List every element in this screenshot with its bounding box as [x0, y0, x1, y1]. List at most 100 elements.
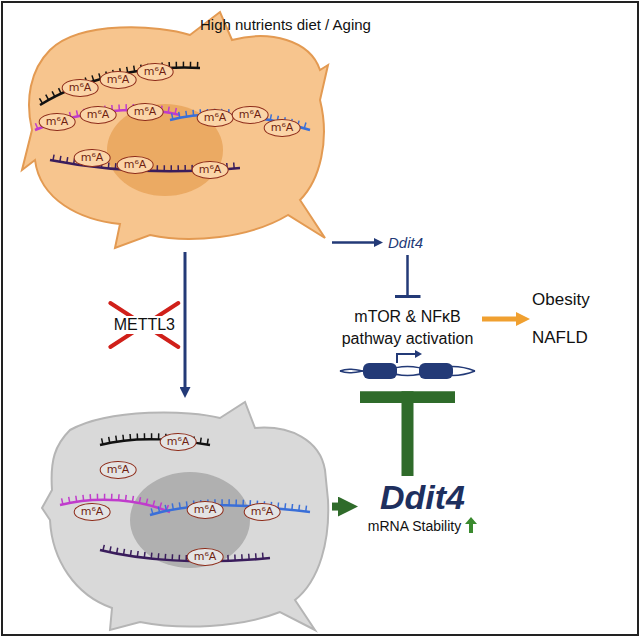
rna-base: [60, 156, 61, 162]
rna-base: [89, 494, 91, 500]
connector: [184, 252, 187, 389]
increase-arrow: [465, 517, 477, 533]
rna-base: [255, 553, 257, 559]
m6a-mark: m⁶A: [74, 149, 111, 167]
rna-base: [137, 551, 139, 557]
connector: [406, 255, 409, 298]
m6a-mark: m⁶A: [160, 433, 197, 451]
m6a-text: m⁶A: [81, 151, 104, 164]
m6a-text: m⁶A: [167, 435, 190, 448]
cell-body: [42, 402, 328, 630]
rna-base: [241, 554, 243, 560]
m6a-text: m⁶A: [194, 550, 217, 563]
gene-label: Ddit4mRNA Stability: [360, 478, 485, 535]
m6a-mark: m⁶A: [39, 113, 76, 131]
rna-base: [130, 550, 132, 556]
macrophage-cell: m⁶A m⁶A m⁶A m⁶A m⁶A m⁶A: [40, 400, 330, 632]
m6a-mark: m⁶A: [80, 106, 117, 124]
rna-base: [304, 123, 306, 129]
m6a-mark: m⁶A: [232, 106, 269, 124]
rna-base: [176, 62, 178, 68]
outcome-box: ObesityNAFLD: [532, 290, 627, 348]
rna-base: [122, 435, 124, 441]
rna-base: [228, 499, 230, 505]
connector: [482, 317, 519, 322]
m6a-mark: m⁶A: [62, 79, 99, 97]
m6a-text: m⁶A: [239, 108, 262, 121]
rna-base: [200, 438, 202, 444]
rna-base: [118, 494, 120, 500]
rna-base: [221, 499, 223, 505]
rna-base: [158, 507, 159, 513]
gene-name: Ddit4: [385, 232, 426, 253]
rna-base: [184, 165, 186, 171]
nucleus: [130, 472, 250, 568]
m6a-text: m⁶A: [124, 158, 147, 171]
rna-base: [129, 434, 131, 440]
rna-base: [298, 505, 300, 511]
m6a-mark: m⁶A: [192, 161, 229, 179]
rna-base: [192, 110, 194, 116]
rna-base: [171, 554, 173, 560]
rna-base: [179, 112, 180, 118]
rna-base: [144, 433, 146, 439]
m6a-mark: m⁶A: [197, 109, 234, 127]
rna-base: [172, 113, 173, 119]
rna-base: [151, 508, 153, 514]
cell-body: [22, 12, 328, 248]
rna-base: [110, 546, 111, 552]
m6a-text: m⁶A: [81, 505, 104, 518]
rna-base: [178, 555, 180, 561]
rna-base: [235, 499, 237, 505]
condition-heading: High nutrients diet / Aging: [200, 16, 371, 33]
rna-base: [133, 66, 135, 72]
rna-base: [118, 104, 120, 110]
rna-base: [97, 494, 99, 500]
pathway-text: mTOR & NFκB pathway activation: [335, 306, 480, 349]
rna-base: [190, 62, 192, 68]
rna-base: [291, 504, 293, 510]
m6a-text: m⁶A: [69, 81, 92, 94]
rna-base: [39, 98, 42, 103]
m6a-text: m⁶A: [144, 65, 167, 78]
connector: [332, 241, 376, 244]
m6a-text: m⁶A: [204, 111, 227, 124]
m6a-text: m⁶A: [194, 503, 217, 516]
rna-base: [46, 95, 49, 100]
rna-base: [111, 494, 113, 500]
rna-base: [262, 553, 264, 559]
rna-base: [123, 549, 125, 555]
rna-base: [160, 503, 162, 509]
rna-base: [165, 505, 166, 511]
disease-name: Obesity: [532, 290, 627, 310]
rna-base: [248, 554, 250, 560]
rna-base: [177, 165, 179, 171]
m6a-mark: m⁶A: [187, 501, 224, 519]
rna-strand: [150, 505, 310, 515]
rna-base: [102, 438, 103, 444]
rna-base: [157, 553, 159, 559]
knockout-cross: [110, 303, 178, 347]
rna-base: [197, 62, 199, 68]
rna-base: [172, 503, 173, 509]
rna-base: [305, 506, 307, 512]
rna-base: [82, 495, 84, 501]
rna-base: [284, 503, 286, 509]
rna-base: [157, 165, 159, 171]
m6a-mark: m⁶A: [100, 71, 137, 89]
rna-base: [185, 111, 187, 117]
rna-base: [164, 165, 166, 171]
rna-base: [108, 163, 110, 169]
m6a-mark: m⁶A: [100, 461, 137, 479]
connector: [402, 391, 414, 476]
rna-base: [136, 434, 138, 440]
rna-base: [66, 157, 68, 163]
m6a-text: m⁶A: [251, 505, 274, 518]
rna-base: [150, 553, 152, 559]
rna-strand: [40, 68, 200, 105]
connector: [332, 503, 342, 511]
m6a-mark: m⁶A: [264, 119, 301, 137]
m6a-text: m⁶A: [46, 115, 69, 128]
